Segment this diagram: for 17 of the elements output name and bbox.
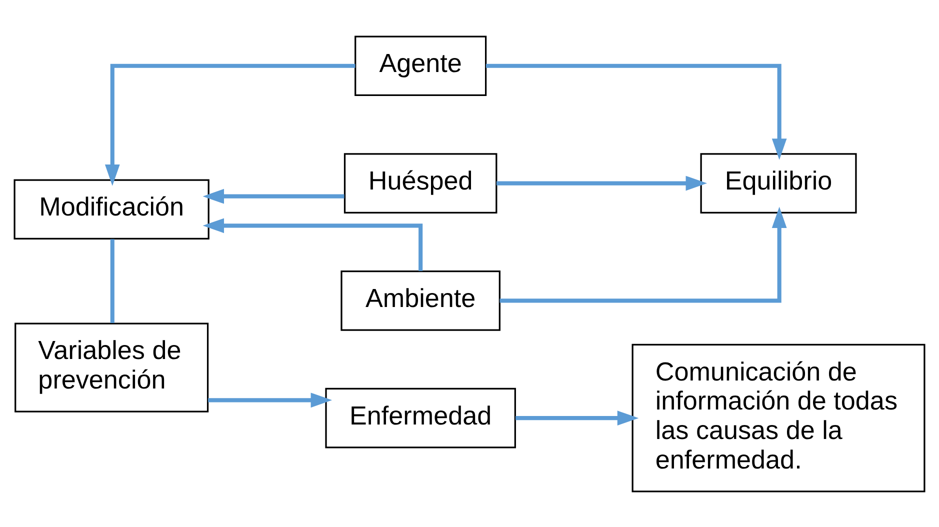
node-box: Enfermedad (325, 387, 516, 448)
node-box: Huésped (344, 152, 498, 213)
arrow (516, 410, 639, 426)
node-box: Comunicación de información de todas las causas de la enfermedad. (632, 343, 926, 492)
arrow (500, 206, 787, 302)
arrow (486, 63, 787, 160)
connector (110, 238, 114, 322)
node-box: Modificación (14, 178, 210, 240)
arrow (208, 392, 332, 408)
arrow (496, 175, 708, 190)
node-box: Agente (354, 35, 487, 96)
arrow (202, 188, 344, 204)
node-box: Variables de prevención (14, 322, 209, 412)
arrow (202, 218, 423, 271)
node-box: Equilibrio (700, 152, 857, 213)
node-box: Ambiente (340, 270, 500, 330)
arrow (104, 63, 356, 186)
